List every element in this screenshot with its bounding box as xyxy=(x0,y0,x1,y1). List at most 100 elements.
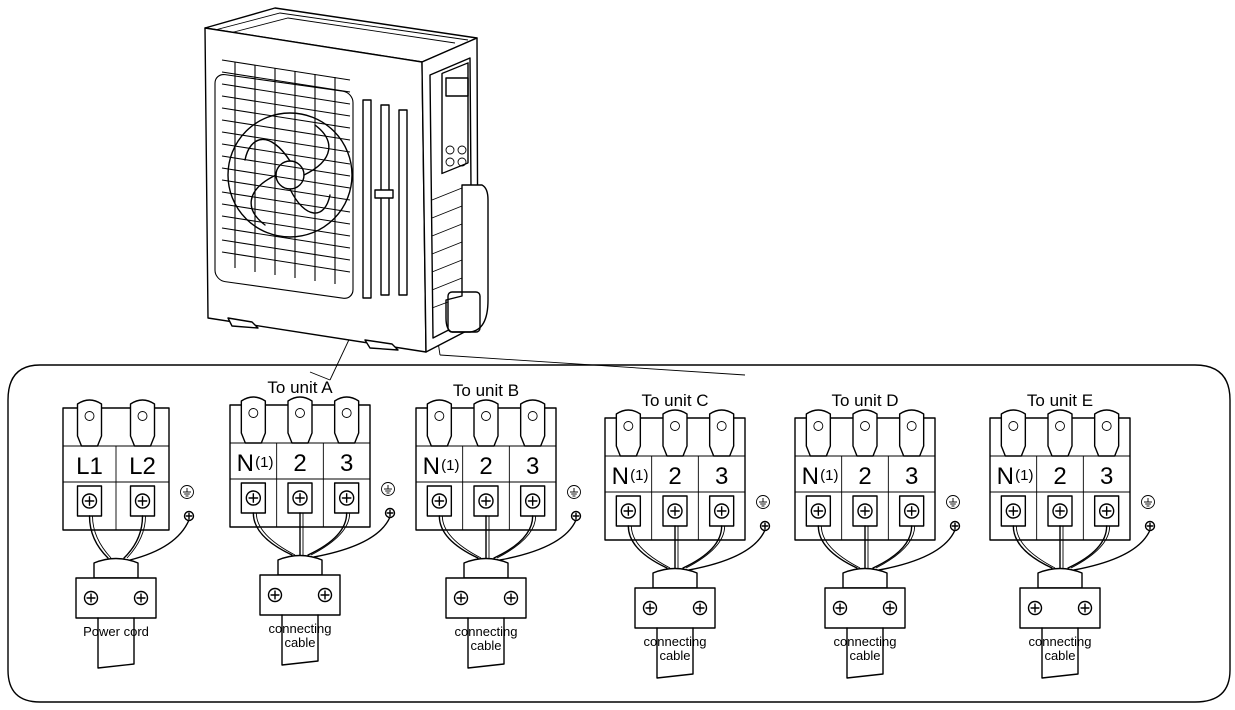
terminal-label: N xyxy=(997,463,1014,490)
cable-label: connecting xyxy=(834,634,897,649)
block-title: To unit D xyxy=(831,391,898,410)
cable-label: connecting xyxy=(644,634,707,649)
screw-icon xyxy=(1077,600,1093,616)
terminal-tab xyxy=(805,409,832,457)
cable-end xyxy=(281,614,319,666)
outdoor-unit-icon xyxy=(204,7,746,381)
cable-end xyxy=(467,617,505,669)
screw-housing xyxy=(473,485,499,517)
wire xyxy=(682,525,723,569)
terminal-superscript: (1) xyxy=(441,457,459,474)
screw-icon xyxy=(267,587,283,603)
terminal-tab xyxy=(519,399,546,447)
terminal-label: 3 xyxy=(1100,463,1113,490)
cable-end xyxy=(656,627,694,679)
terminal-tab xyxy=(76,399,103,447)
terminal-tab xyxy=(852,409,878,457)
terminal-label: N xyxy=(423,453,440,480)
terminal-label: 3 xyxy=(905,463,918,490)
screw-icon xyxy=(338,490,355,506)
ground-wire xyxy=(313,516,391,558)
screw-icon xyxy=(692,600,708,616)
screw-icon xyxy=(1005,503,1022,519)
wire xyxy=(817,525,858,569)
block-title: To unit B xyxy=(453,381,519,400)
cable-sheath xyxy=(652,567,698,589)
wire xyxy=(123,515,144,559)
terminal-label: 2 xyxy=(479,453,492,480)
screw-icon xyxy=(1144,520,1156,532)
block-title: To unit E xyxy=(1027,391,1093,410)
cable-sheath xyxy=(1037,567,1083,589)
terminal-label: 2 xyxy=(668,463,681,490)
screw-icon xyxy=(524,493,541,509)
terminal-label: 2 xyxy=(1053,463,1066,490)
cable-label: cable xyxy=(284,635,315,650)
cable-label: cable xyxy=(1044,648,1075,663)
wire xyxy=(627,525,668,569)
screw-icon xyxy=(133,590,149,606)
terminal-label: N xyxy=(612,463,629,490)
cable-label: Power cord xyxy=(83,624,149,639)
cable-sheath xyxy=(463,557,509,579)
cable-label: connecting xyxy=(269,621,332,636)
terminal-tab xyxy=(898,409,925,457)
screw-icon xyxy=(713,503,730,519)
terminal-label: 3 xyxy=(715,463,728,490)
screw-icon xyxy=(134,493,151,509)
screw-icon xyxy=(1052,503,1068,519)
screw-icon xyxy=(81,493,98,509)
terminal-superscript: (1) xyxy=(630,467,648,484)
terminal-tab xyxy=(426,399,453,447)
terminal-label: 2 xyxy=(858,463,871,490)
wire xyxy=(252,512,293,556)
terminal-label: L1 xyxy=(76,453,103,480)
terminal-tab xyxy=(240,396,267,444)
screw-icon xyxy=(83,590,99,606)
ground-wire xyxy=(129,519,190,561)
screw-icon xyxy=(667,503,683,519)
cable-label: connecting xyxy=(455,624,518,639)
terminal-superscript: (1) xyxy=(1015,467,1033,484)
terminal-tab xyxy=(129,399,156,447)
ground-icon xyxy=(381,482,395,496)
wire xyxy=(493,515,534,559)
terminal-superscript: (1) xyxy=(255,454,273,471)
screw-icon xyxy=(620,503,637,519)
ground-icon xyxy=(756,495,770,509)
screw-icon xyxy=(431,493,448,509)
cable-label: cable xyxy=(470,638,501,653)
screw-icon xyxy=(478,493,494,509)
terminal-label: 3 xyxy=(526,453,539,480)
terminal-tab xyxy=(708,409,735,457)
terminal-label: 2 xyxy=(293,450,306,477)
screw-icon xyxy=(949,520,961,532)
terminal-label: L2 xyxy=(129,453,156,480)
wire xyxy=(307,512,348,556)
ground-wire xyxy=(688,529,766,571)
cable-label: cable xyxy=(849,648,880,663)
ground-wire xyxy=(878,529,956,571)
cable-sheath xyxy=(842,567,888,589)
ground-icon xyxy=(567,485,581,499)
terminal-superscript: (1) xyxy=(820,467,838,484)
screw-icon xyxy=(317,587,333,603)
block-title: To unit A xyxy=(267,378,333,397)
cable-label: connecting xyxy=(1029,634,1092,649)
screw-icon xyxy=(903,503,920,519)
screw-icon xyxy=(292,490,308,506)
terminal-label: N xyxy=(802,463,819,490)
screw-icon xyxy=(1027,600,1043,616)
terminal-tab xyxy=(1093,409,1120,457)
screw-icon xyxy=(245,490,262,506)
screw-icon xyxy=(810,503,827,519)
ground-wire xyxy=(1073,529,1151,571)
terminal-tab xyxy=(1047,409,1073,457)
wire xyxy=(1067,525,1108,569)
screw-icon xyxy=(1098,503,1115,519)
terminal-tab xyxy=(615,409,642,457)
screw-icon xyxy=(857,503,873,519)
